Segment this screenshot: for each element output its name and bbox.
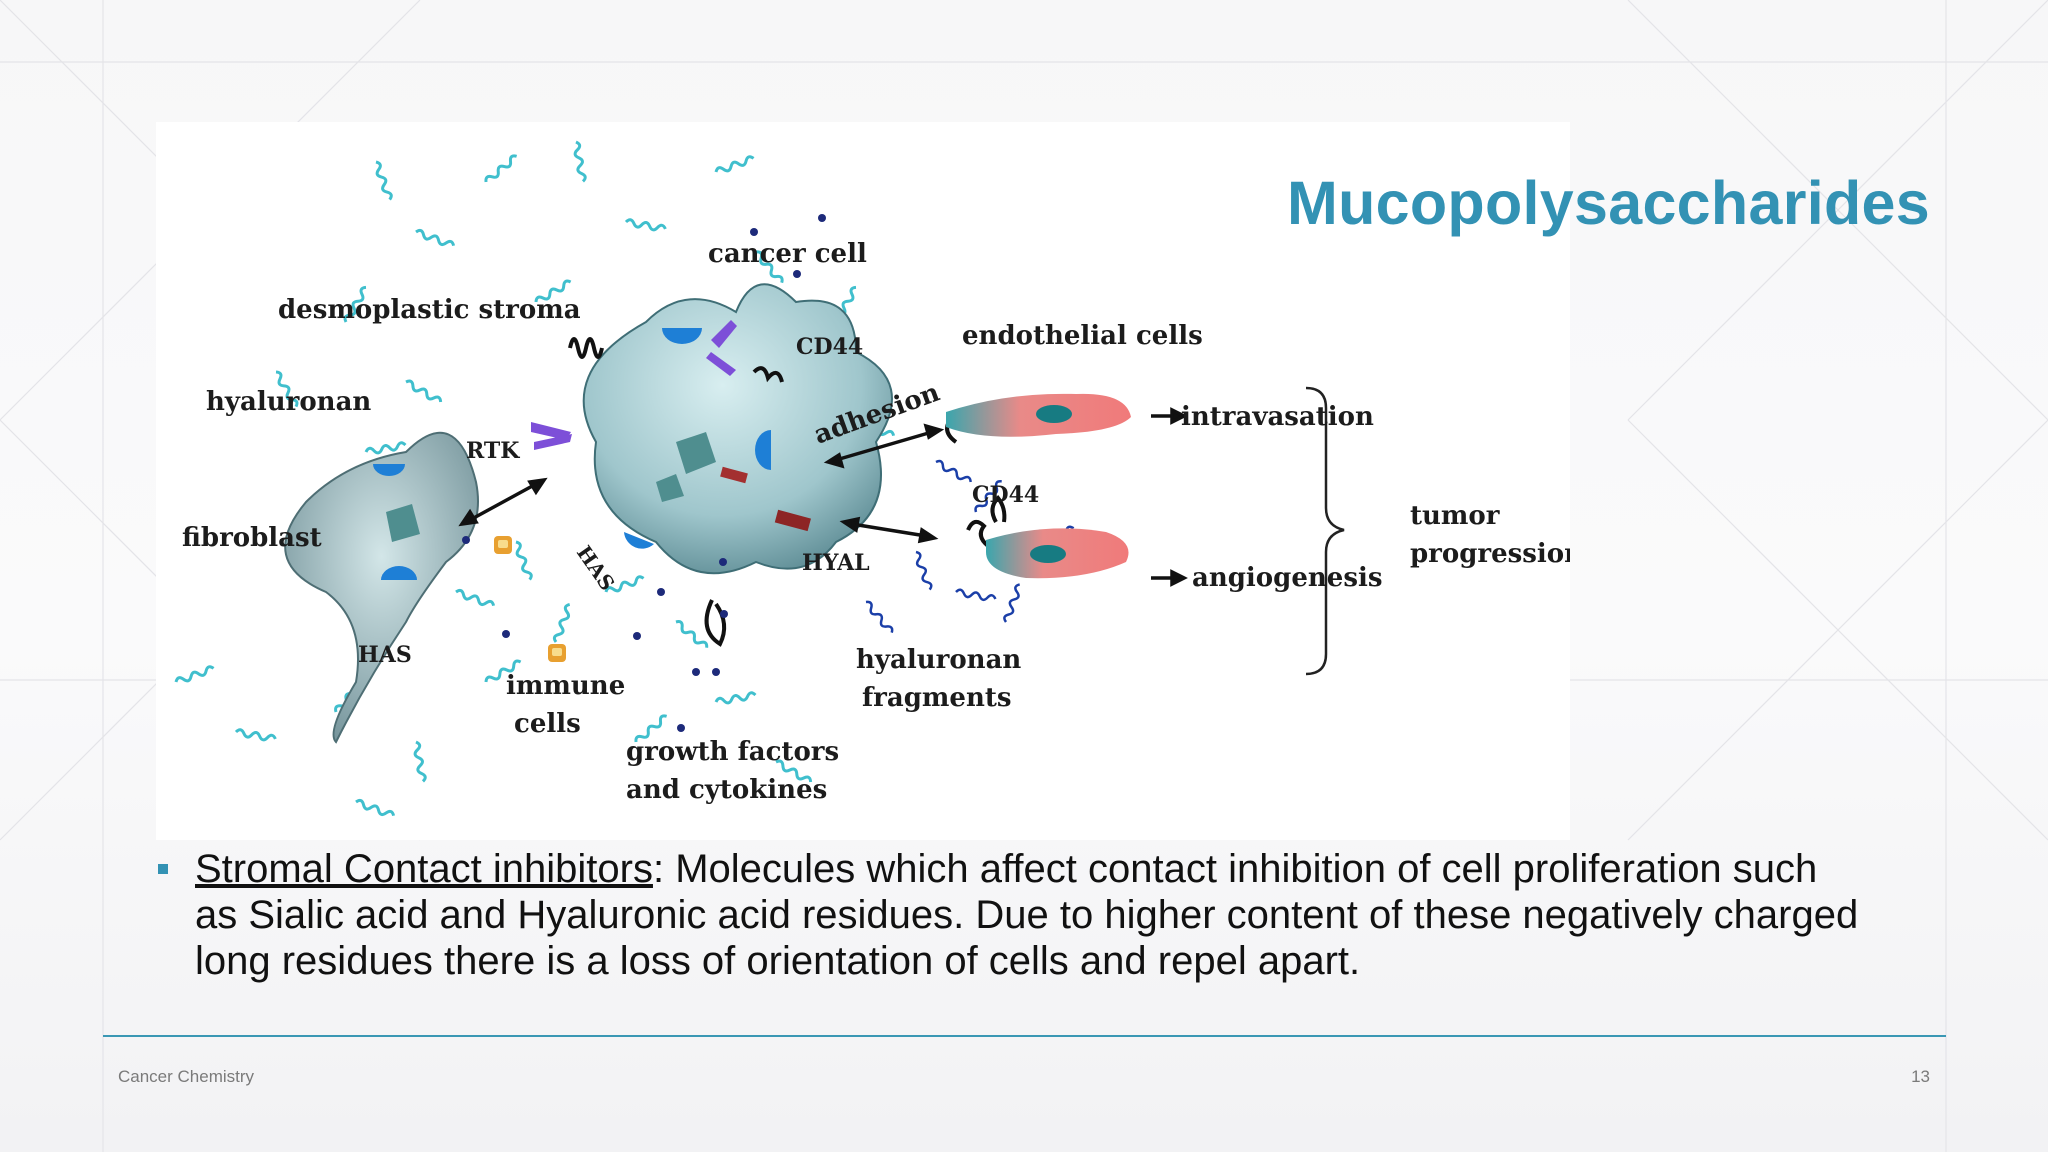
interaction-arrows [458, 407, 1188, 587]
label-growth-factors-line1: growth factors [626, 737, 839, 767]
label-hyaluronan-fragments-line2: fragments [862, 683, 1012, 713]
label-has-center: HAS [572, 541, 620, 595]
endothelial-nucleus [1030, 545, 1066, 563]
has-enzyme-icon [624, 532, 654, 549]
label-immune-line1: immune [506, 671, 625, 701]
rtk-receptor-icon-top [706, 320, 737, 376]
slide-title: Mucopolysaccharides [1286, 169, 1930, 237]
label-immune-line2: cells [514, 709, 581, 739]
bullet-term: Stromal Contact inhibitors [195, 847, 653, 891]
label-tumor: tumor [1410, 501, 1500, 531]
label-angiogenesis: angiogenesis [1192, 563, 1382, 593]
label-intravasation: intravasation [1181, 402, 1374, 432]
tumor-progression-brace [1305, 386, 1345, 676]
footer-divider [103, 1035, 1946, 1037]
label-rtk: RTK [466, 438, 520, 464]
cancer-cell-shape [582, 283, 893, 575]
cd44-receptor-icon [755, 430, 771, 470]
bullet-body: : Molecules which affect contact inhibit… [195, 847, 1859, 983]
label-desmoplastic-stroma: desmoplastic stroma [278, 295, 581, 325]
label-has-fibroblast: HAS [358, 642, 412, 668]
fibroblast-cell-shape [284, 431, 479, 744]
has-enzyme-icon [381, 566, 417, 580]
cancer-cell-nucleus [676, 432, 716, 474]
label-cancer-cell: cancer cell [708, 239, 867, 269]
fibroblast-nucleus [386, 504, 420, 542]
footer-course-name: Cancer Chemistry [118, 1067, 255, 1086]
immune-cell-icon [494, 536, 566, 662]
growth-factor-mark [720, 466, 748, 484]
label-hyal: HYAL [802, 550, 870, 576]
bullet-text: Stromal Contact inhibitors: Molecules wh… [195, 846, 1865, 984]
bullet-marker-icon [158, 864, 168, 874]
label-progression: progression [1410, 539, 1570, 569]
rtk-receptor-icon [531, 422, 572, 450]
label-hyaluronan-fragments-line1: hyaluronan [856, 645, 1021, 675]
cd44-receptor-icon [373, 464, 405, 476]
label-cd44-top: CD44 [796, 334, 863, 360]
diagram-drawing: cancer cell desmoplastic stroma endothel… [173, 139, 1570, 820]
tumor-microenvironment-diagram: cancer cell desmoplastic stroma endothel… [156, 122, 1570, 840]
hyal-enzyme-mark [774, 509, 811, 532]
endothelial-nucleus [1036, 405, 1072, 423]
label-endothelial-cells: endothelial cells [962, 321, 1203, 351]
cancer-cell-organelle [656, 474, 684, 502]
growth-factor-dots [462, 214, 826, 732]
label-cd44-mid: CD44 [972, 482, 1039, 508]
label-hyaluronan: hyaluronan [206, 387, 371, 417]
label-growth-factors-line2: and cytokines [626, 775, 827, 805]
cd44-receptor-icon [662, 328, 702, 344]
label-fibroblast: fibroblast [182, 523, 322, 553]
footer-page-number: 13 [1911, 1067, 1930, 1086]
